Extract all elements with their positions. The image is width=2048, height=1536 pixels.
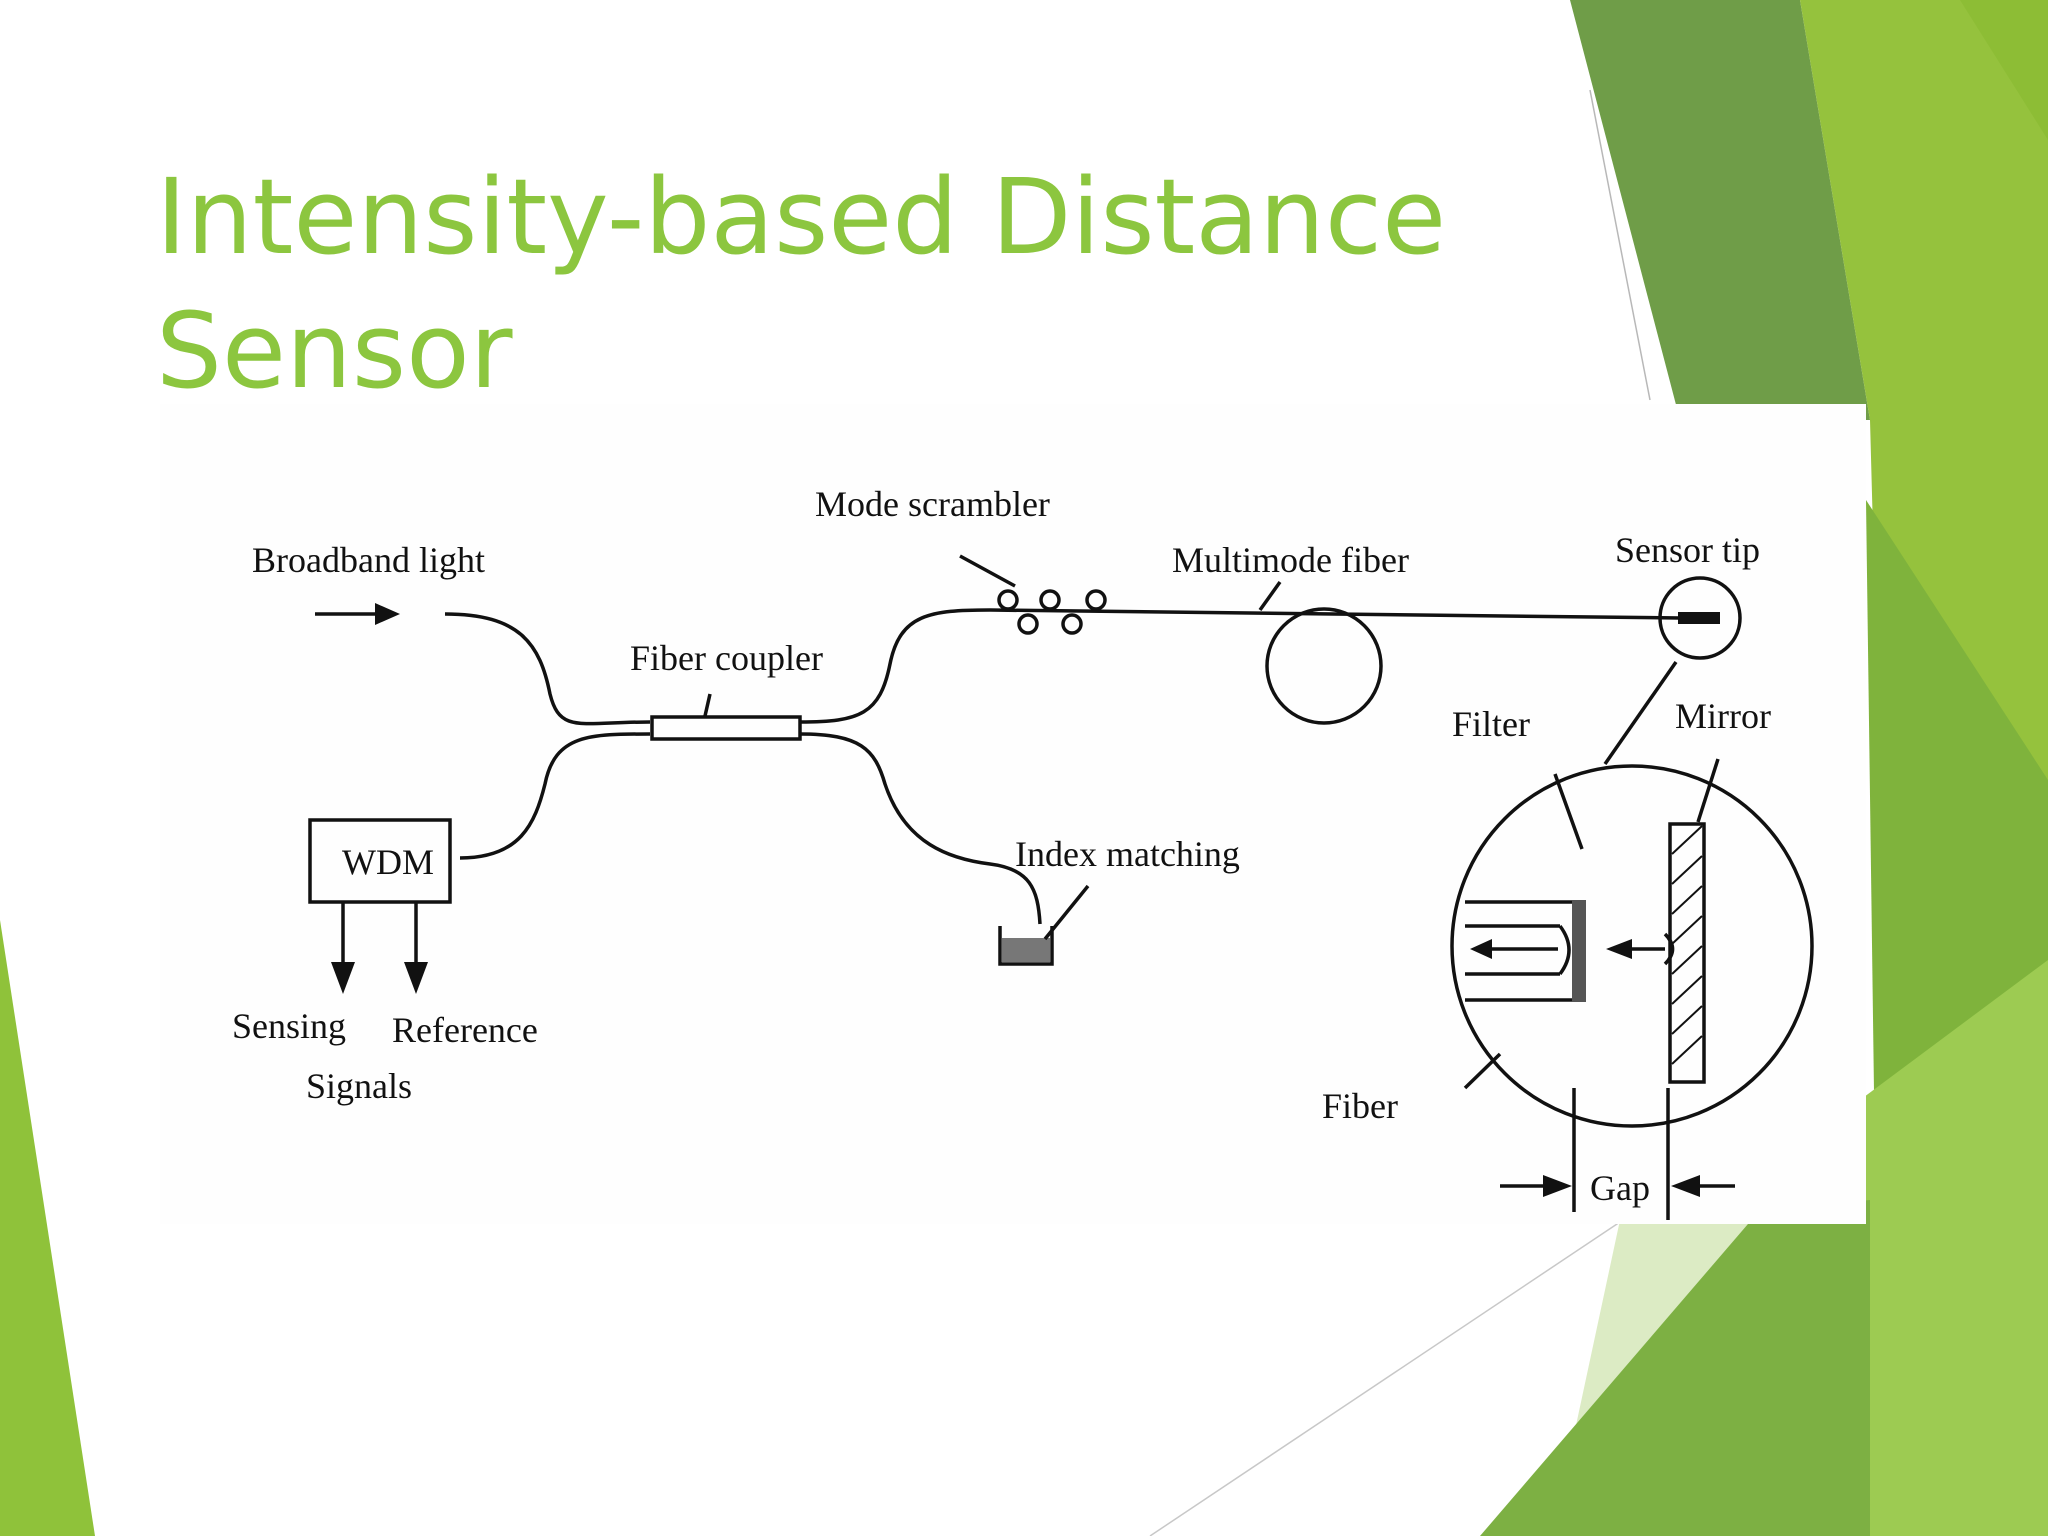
label-filter: Filter: [1452, 704, 1530, 744]
gap-dimension: [1500, 1088, 1735, 1220]
label-fiber: Fiber: [1322, 1086, 1398, 1126]
fiber-coupler-body: [650, 715, 802, 741]
sensor-tip-magnified: [1450, 758, 1814, 1128]
label-sensor-tip: Sensor tip: [1615, 530, 1760, 570]
label-wdm: WDM: [342, 842, 434, 882]
multimode-fiber-pointer: [1258, 580, 1282, 612]
label-sensing: Sensing: [232, 1006, 346, 1046]
fiber-coupler-pointer: [703, 693, 712, 717]
label-signals: Signals: [306, 1066, 412, 1106]
label-mode-scrambler: Mode scrambler: [815, 484, 1050, 524]
multimode-fiber-coil: [1265, 607, 1383, 725]
label-reference: Reference: [392, 1010, 538, 1050]
slide-title-line1: Intensity-based Distance: [156, 156, 1447, 278]
decor-thin-line-bottom: [1149, 1221, 1621, 1536]
decor-left-band: [0, 920, 95, 1536]
wdm-output-arrows: [331, 902, 428, 994]
fiber-output-upper: [799, 608, 1681, 724]
sensor-diagram: Broadband light Fiber coupler Mode scram…: [160, 404, 1866, 1224]
input-arrow: [315, 603, 400, 625]
slide-title: Intensity-based Distance Sensor: [156, 150, 1556, 418]
label-fiber-coupler: Fiber coupler: [630, 638, 823, 678]
mode-scrambler: [959, 554, 1107, 635]
decor-lower-mid: [1480, 1200, 1870, 1536]
decor-dark-band: [1570, 0, 1870, 420]
index-matching-cup: [998, 884, 1090, 966]
fiber-wdm-line: [459, 732, 651, 860]
slide-title-line2: Sensor: [156, 290, 513, 412]
fiber-input-line: [444, 612, 651, 726]
fiber-output-lower: [799, 732, 1042, 925]
wdm-box: [308, 818, 452, 904]
label-gap: Gap: [1590, 1168, 1650, 1208]
label-index-matching: Index matching: [1015, 834, 1240, 874]
label-multimode-fiber: Multimode fiber: [1172, 540, 1409, 580]
decor-right-top-triangle: [1960, 0, 2048, 140]
label-broadband-light: Broadband light: [252, 540, 485, 580]
sensor-tip: [1603, 576, 1742, 765]
decor-thin-line-top: [1589, 89, 1651, 401]
label-mirror: Mirror: [1675, 696, 1771, 736]
